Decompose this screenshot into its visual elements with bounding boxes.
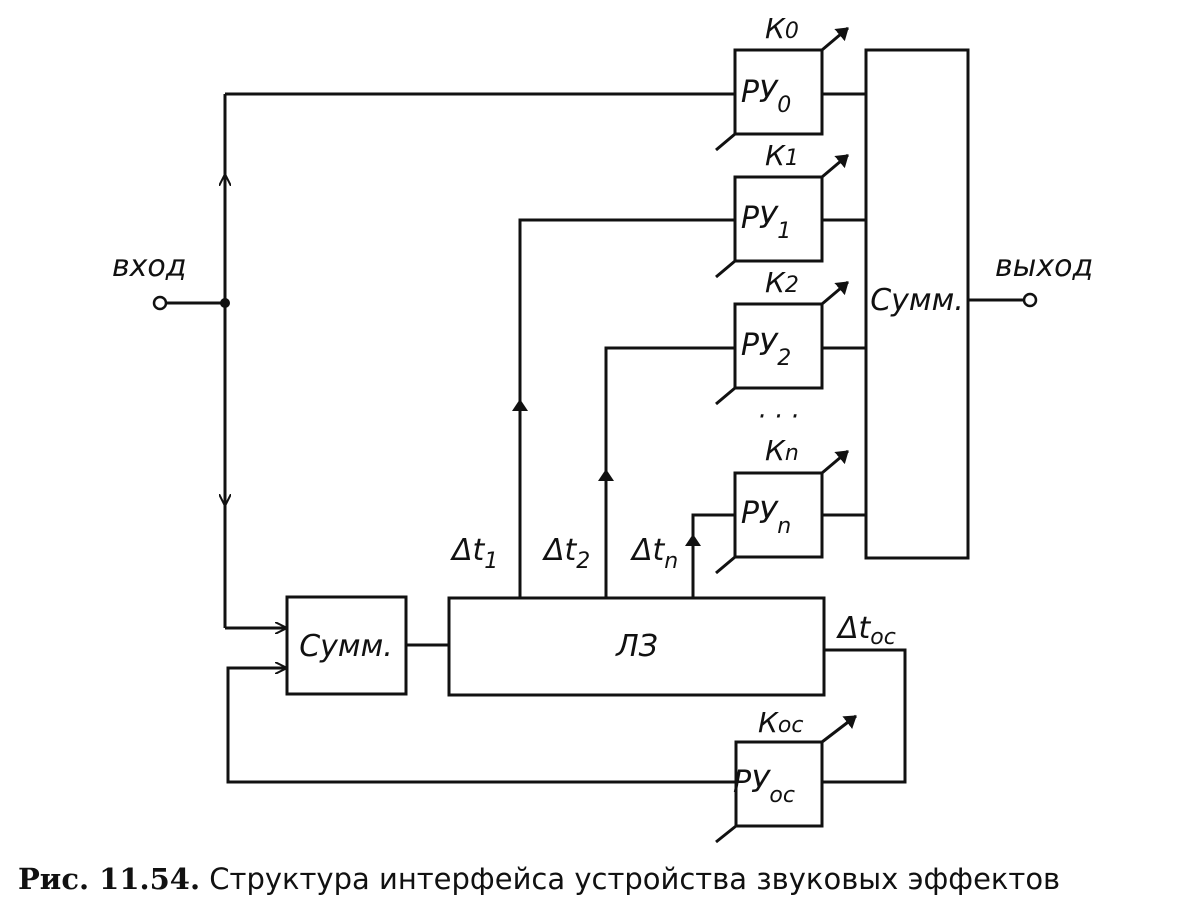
wire-dtn [691, 513, 736, 598]
figure-title: Структура интерфейса устройства звуковых… [209, 862, 1061, 896]
gain-block-1-label: РУ1 [741, 201, 791, 244]
gain-feedback-k-label: Кос [758, 706, 803, 739]
input-terminal[interactable] [152, 295, 168, 311]
gain-block-n-label: РУn [741, 496, 791, 539]
gain-2-control-in [715, 386, 736, 406]
gain-1-k-label: К1 [765, 139, 799, 172]
delay-tap-n-label: Δtn [630, 533, 678, 574]
gain-1-control-in [715, 259, 736, 279]
gain-1-knob-arrow [821, 153, 849, 179]
gain-feedback-control-in [715, 824, 737, 844]
wire-dt2 [604, 346, 736, 598]
gain-2-k-label: К2 [765, 266, 799, 299]
gain-ellipsis: · · · [757, 402, 798, 432]
input-label: вход [112, 249, 187, 284]
delay-tap-feedback-label: Δtос [836, 611, 896, 650]
gain-0-knob-arrow [821, 26, 849, 52]
gain-0-k-label: К0 [765, 12, 799, 45]
figure-caption: Рис. 11.54. Структура интерфейса устройс… [18, 862, 1168, 896]
delay-tap-2-label: Δt2 [542, 533, 590, 574]
gain-n-knob-arrow [821, 449, 849, 475]
gain-block-feedback-label: РУос [733, 765, 795, 808]
gain-n-k-label: Кn [765, 434, 799, 467]
gain-block-feedback[interactable]: РУос Кос [715, 706, 857, 844]
gain-block-2-label: РУ2 [741, 328, 791, 371]
figure-number: Рис. 11.54. [18, 862, 201, 896]
delay-line-block[interactable]: ЛЗ [447, 596, 826, 697]
gain-block-n[interactable]: РУn Кn [715, 434, 849, 575]
delay-tap-1-label: Δt1 [450, 533, 498, 574]
adder-right-block[interactable]: Сумм. [864, 48, 970, 560]
output-label: выход [995, 249, 1093, 284]
output-terminal[interactable] [1022, 292, 1038, 308]
gain-0-control-in [715, 132, 736, 152]
gain-feedback-knob-arrow [821, 714, 857, 744]
adder-left-label: Сумм. [299, 629, 393, 664]
gain-block-1[interactable]: РУ1 К1 [715, 139, 849, 279]
gain-n-control-in [715, 555, 736, 575]
delay-line-label: ЛЗ [615, 629, 658, 664]
wire-dt1 [518, 218, 736, 598]
gain-2-knob-arrow [821, 280, 849, 306]
wire-feedback-out [822, 648, 907, 784]
gain-block-2[interactable]: РУ2 К2 [715, 266, 849, 406]
adder-left-block[interactable]: Сумм. [285, 595, 408, 696]
gain-block-0[interactable]: РУ0 К0 [715, 12, 849, 152]
junction-dot [220, 298, 230, 308]
wires [165, 92, 1025, 784]
adder-right-label: Сумм. [870, 283, 964, 318]
gain-block-0-label: РУ0 [741, 75, 791, 118]
